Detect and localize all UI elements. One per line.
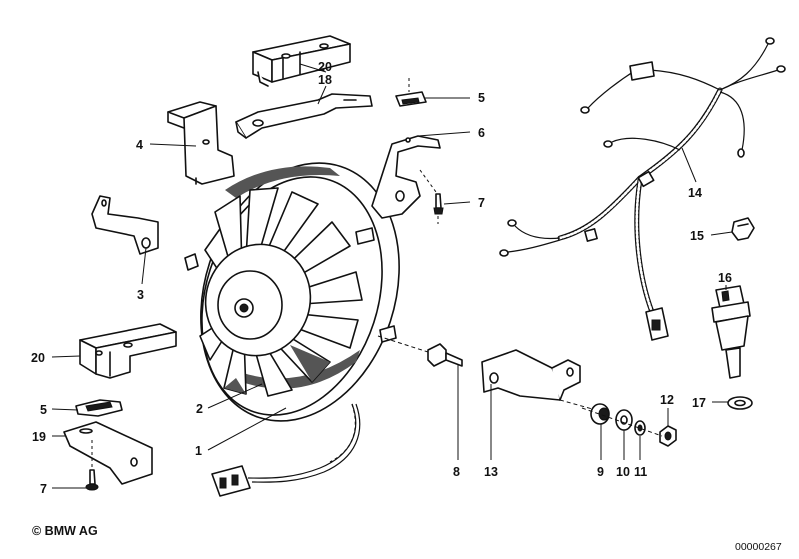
bolt-8 (377, 335, 463, 367)
callout-19: 19 (32, 430, 46, 444)
callout-2: 2 (196, 402, 203, 416)
bracket-13 (481, 349, 597, 411)
callout-7-right: 7 (478, 196, 485, 210)
callout-8: 8 (453, 465, 460, 479)
callout-11: 11 (634, 465, 647, 479)
callout-10: 10 (616, 465, 630, 479)
callout-20-top: 20 (318, 60, 332, 74)
callout-12: 12 (660, 393, 674, 407)
callout-labels: 20 18 4 5 6 7 3 14 15 16 17 20 5 19 7 2 … (31, 60, 732, 496)
callout-5-top: 5 (478, 91, 485, 105)
callout-4: 4 (136, 138, 143, 152)
copyright-notice: © BMW AG (32, 524, 98, 538)
clip-5-top (395, 78, 427, 107)
bracket-4 (167, 101, 235, 185)
washer-17 (727, 396, 753, 410)
callout-20-left: 20 (31, 351, 45, 365)
bracket-20-left (79, 323, 177, 379)
callout-18: 18 (318, 73, 332, 87)
callout-13: 13 (484, 465, 498, 479)
callout-3: 3 (137, 288, 144, 302)
document-number: 00000267 (735, 541, 782, 553)
callout-16: 16 (718, 271, 732, 285)
callout-1: 1 (195, 444, 202, 458)
callout-5-left: 5 (40, 403, 47, 417)
bracket-19 (63, 421, 153, 485)
fasteners-9-12 (581, 403, 677, 447)
callout-14: 14 (688, 186, 702, 200)
bracket-6 (371, 135, 441, 219)
callout-15: 15 (690, 229, 704, 243)
bracket-18 (235, 93, 373, 139)
temperature-switch-16 (711, 285, 751, 379)
bracket-3 (91, 195, 159, 255)
screw-7-left (85, 440, 99, 491)
callout-9: 9 (597, 465, 604, 479)
screw-7-right (419, 169, 444, 224)
wiring-harness-14 (499, 37, 786, 341)
callout-6: 6 (478, 126, 485, 140)
callout-7-left: 7 (40, 482, 47, 496)
fan-assembly (184, 162, 400, 497)
callout-17: 17 (692, 396, 706, 410)
clip-5-left (75, 399, 123, 417)
leader-lines (51, 63, 733, 489)
bracket-20-top (252, 35, 351, 87)
clip-15 (731, 217, 755, 241)
